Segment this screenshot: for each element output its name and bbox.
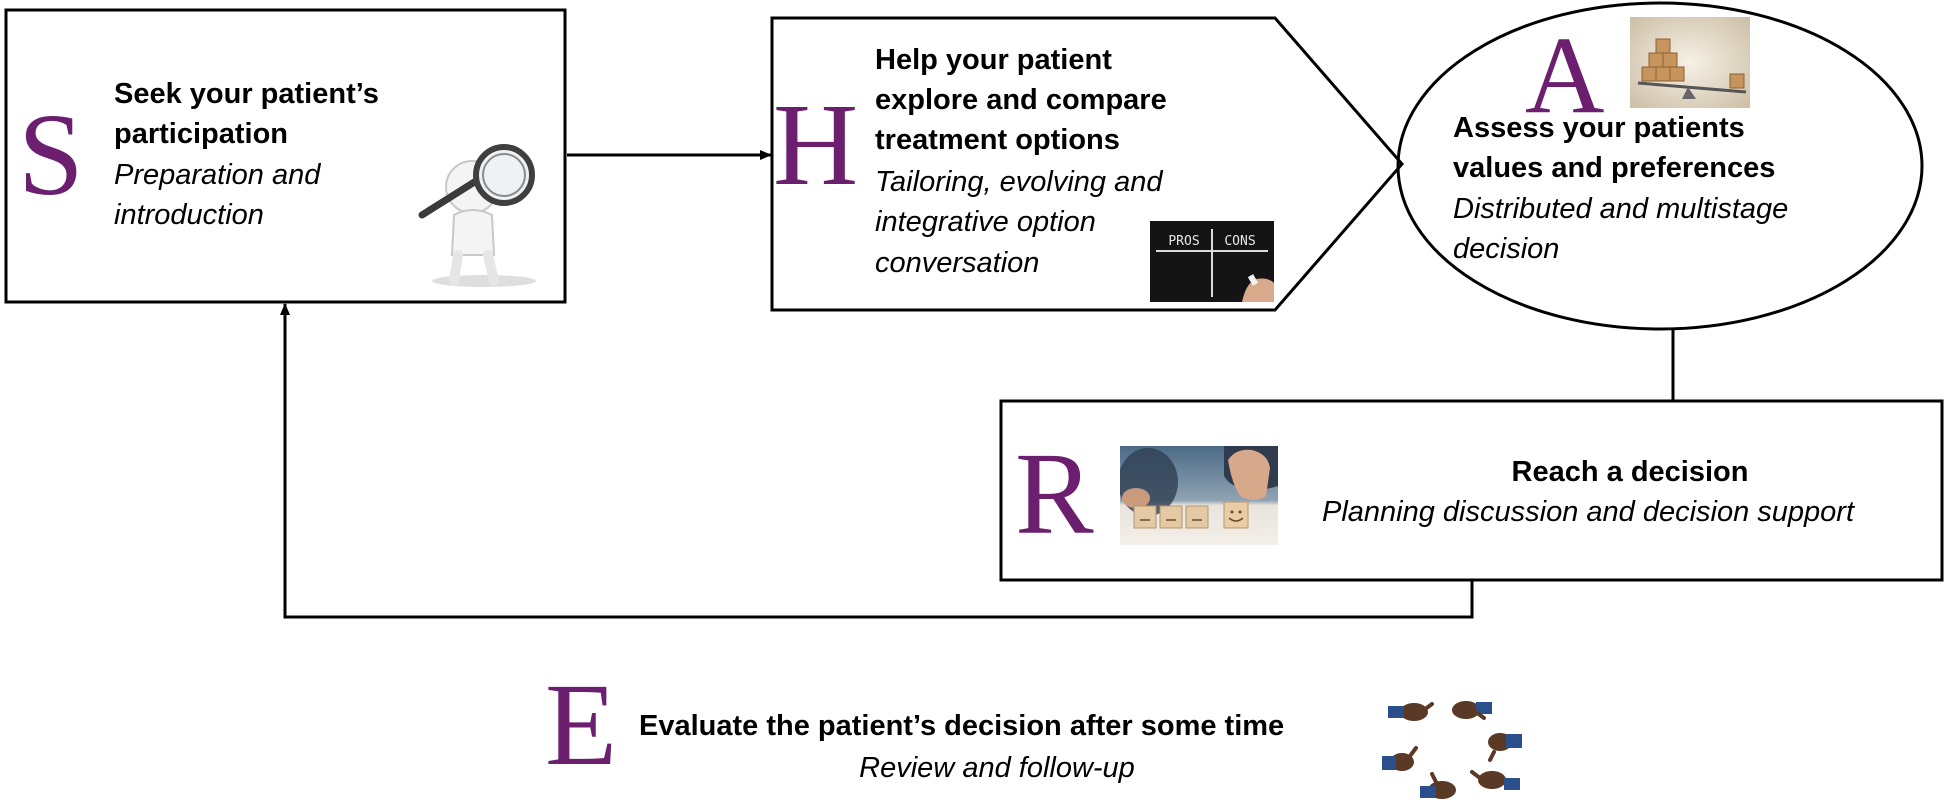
- smiley-blocks-image: [1120, 446, 1278, 545]
- connector-r-to-s: [280, 303, 1474, 619]
- step-h-letter: H: [773, 79, 859, 210]
- step-r-title: Reach a decision: [1511, 456, 1749, 488]
- step-h-subtitle-line2: integrative option: [875, 206, 1096, 238]
- step-h-title-line2: explore and compare: [875, 84, 1167, 116]
- step-r-box: [999, 399, 1944, 582]
- step-a-subtitle-line2: decision: [1453, 233, 1560, 265]
- pros-cons-chalkboard-image: PROS CONS: [1150, 221, 1274, 302]
- step-a-ellipse: [1396, 1, 1924, 331]
- step-h-pentagon: [770, 16, 1404, 312]
- step-h-subtitle-line3: conversation: [875, 247, 1040, 279]
- step-s-title-line2: participation: [114, 118, 289, 150]
- step-s-box: [4, 8, 567, 304]
- step-a-letter: A: [1525, 14, 1605, 136]
- step-h-subtitle-line1: Tailoring, evolving and: [875, 166, 1163, 198]
- step-e-title: Evaluate the patient’s decision after so…: [639, 710, 1285, 742]
- step-r-subtitle: Planning discussion and decision support: [1322, 496, 1855, 528]
- thumbs-circle-image: [1380, 698, 1522, 800]
- step-s-letter: S: [18, 89, 84, 220]
- step-a-title-line2: values and preferences: [1453, 152, 1776, 184]
- step-s-subtitle-line2: introduction: [114, 199, 264, 231]
- step-h-title-line3: treatment options: [875, 124, 1120, 156]
- chalkboard-pros-label: PROS: [1168, 234, 1199, 249]
- step-e-subtitle: Review and follow-up: [859, 752, 1135, 784]
- step-h-title-line1: Help your patient: [875, 44, 1112, 76]
- step-a-title-line1: Assess your patients: [1453, 112, 1745, 144]
- chalkboard-cons-label: CONS: [1224, 234, 1255, 249]
- step-s-title-line1: Seek your patient’s: [114, 78, 379, 110]
- step-a-subtitle-line1: Distributed and multistage: [1453, 193, 1789, 225]
- step-r-letter: R: [1015, 428, 1094, 559]
- step-s-subtitle-line1: Preparation and: [114, 159, 321, 191]
- balance-scale-image: [1630, 17, 1750, 108]
- step-e-letter: E: [545, 659, 618, 790]
- magnifier-figure-image: [402, 135, 560, 290]
